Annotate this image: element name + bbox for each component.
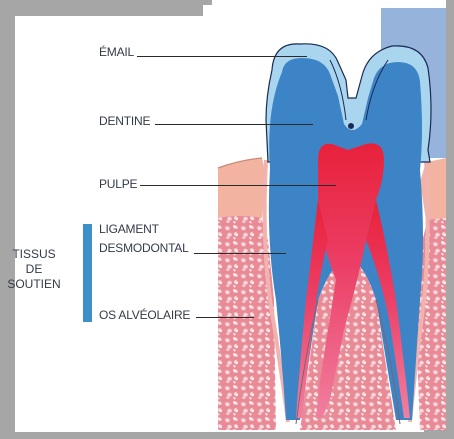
leader-ligament	[194, 253, 286, 254]
support-tissue-bracket	[83, 224, 92, 322]
support-tissue-line2: DE	[6, 262, 62, 277]
leader-os	[196, 317, 254, 318]
label-pulpe: PULPE	[99, 178, 137, 191]
leader-email	[137, 56, 307, 57]
label-ligament-line2: DESMODONTAL	[99, 242, 189, 255]
gum-left	[218, 158, 266, 218]
frame-left-gray	[0, 0, 15, 439]
frame-top-notch	[203, 0, 212, 5]
label-dentine: DENTINE	[99, 115, 150, 128]
label-os-alveolaire: OS ALVÉOLAIRE	[99, 309, 190, 322]
fissure-dot	[348, 123, 354, 129]
leader-dentine	[155, 124, 313, 125]
leader-pulpe	[140, 185, 336, 186]
support-tissue-line3: SOUTIEN	[6, 277, 62, 292]
label-ligament-line1: LIGAMENT	[99, 223, 159, 236]
support-tissue-line1: TISSUS	[6, 247, 62, 262]
label-email: ÉMAIL	[99, 46, 134, 59]
frame-top-gray	[0, 0, 203, 16]
gum-right	[420, 158, 446, 220]
frame-right-gray	[446, 0, 454, 439]
support-tissue-label: TISSUS DE SOUTIEN	[6, 247, 62, 292]
frame-bottom-gray	[0, 432, 454, 439]
